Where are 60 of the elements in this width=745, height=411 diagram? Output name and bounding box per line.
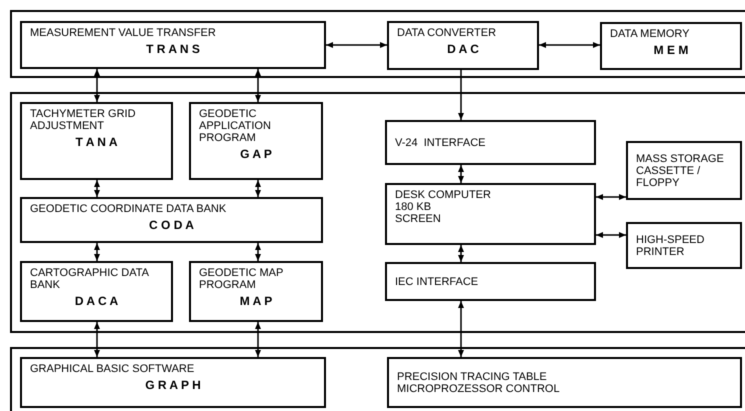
module-label: 180 KB [395, 201, 432, 213]
connector-arrow [326, 42, 387, 48]
connector-arrow [255, 322, 261, 357]
module-code: G R A P H [144, 379, 202, 391]
module-box [600, 22, 742, 70]
module-code: C O D A [148, 219, 195, 231]
system-band [10, 10, 745, 78]
module-label: GEODETIC APPLICATION PROGRAM [199, 108, 272, 144]
connector-arrow [458, 70, 464, 120]
module-label: HIGH-SPEED PRINTER [636, 234, 706, 258]
connector-arrow [458, 301, 464, 357]
connector-arrow [539, 42, 600, 48]
module-box [189, 261, 323, 322]
computer-box [385, 183, 596, 245]
module-code: G A P [239, 148, 273, 160]
connector-arrow [94, 69, 100, 102]
system-band [10, 347, 745, 411]
module-code: M E M [652, 44, 690, 56]
connector-arrow [255, 69, 261, 102]
connector-arrow [596, 194, 626, 200]
module-box [387, 21, 539, 70]
module-label: GRAPHICAL BASIC SOFTWARE [30, 363, 196, 375]
connector-arrow [94, 322, 100, 357]
connector-arrow [458, 245, 464, 262]
module-label: DATA MEMORY [610, 28, 690, 40]
module-box [20, 357, 326, 408]
module-label: MASS STORAGE CASSETTE / FLOPPY [636, 152, 725, 188]
module-box [189, 102, 323, 180]
module-code: D A C [446, 43, 480, 55]
connector-arrow [94, 243, 100, 261]
interface-box [385, 262, 596, 301]
module-box [20, 261, 173, 322]
connector-arrow [255, 180, 261, 197]
connector-arrow [94, 180, 100, 197]
device-box [387, 357, 742, 408]
device-box [626, 222, 742, 269]
module-label: TACHYMETER GRID ADJUSTMENT [30, 108, 137, 132]
module-box [20, 197, 323, 243]
module-box [20, 21, 326, 69]
module-code: T A N A [74, 136, 118, 148]
module-box [20, 102, 173, 180]
module-label: PRECISION TRACING TABLE MICROPROZESSOR CONTROL [397, 370, 561, 394]
device-box [626, 141, 742, 200]
module-label: GEODETIC COORDINATE DATA BANK [30, 203, 228, 215]
module-label: DESK COMPUTER [395, 189, 492, 201]
connector-arrow [458, 165, 464, 183]
module-label: V-24 INTERFACE [395, 136, 486, 148]
module-label: MEASUREMENT VALUE TRANSFER [30, 27, 217, 39]
system-band [10, 92, 745, 333]
module-label: DATA CONVERTER [397, 27, 498, 39]
module-code: M A P [238, 295, 274, 307]
module-code: T R A N S [145, 43, 201, 55]
connector-arrow [255, 243, 261, 261]
module-label: IEC INTERFACE [395, 276, 480, 288]
interface-box [385, 120, 596, 165]
connector-arrow [596, 232, 626, 238]
module-label: SCREEN [395, 213, 442, 225]
module-code: D A C A [74, 295, 120, 307]
module-label: CARTOGRAPHIC DATA BANK [30, 267, 150, 291]
module-label: GEODETIC MAP PROGRAM [199, 267, 284, 291]
